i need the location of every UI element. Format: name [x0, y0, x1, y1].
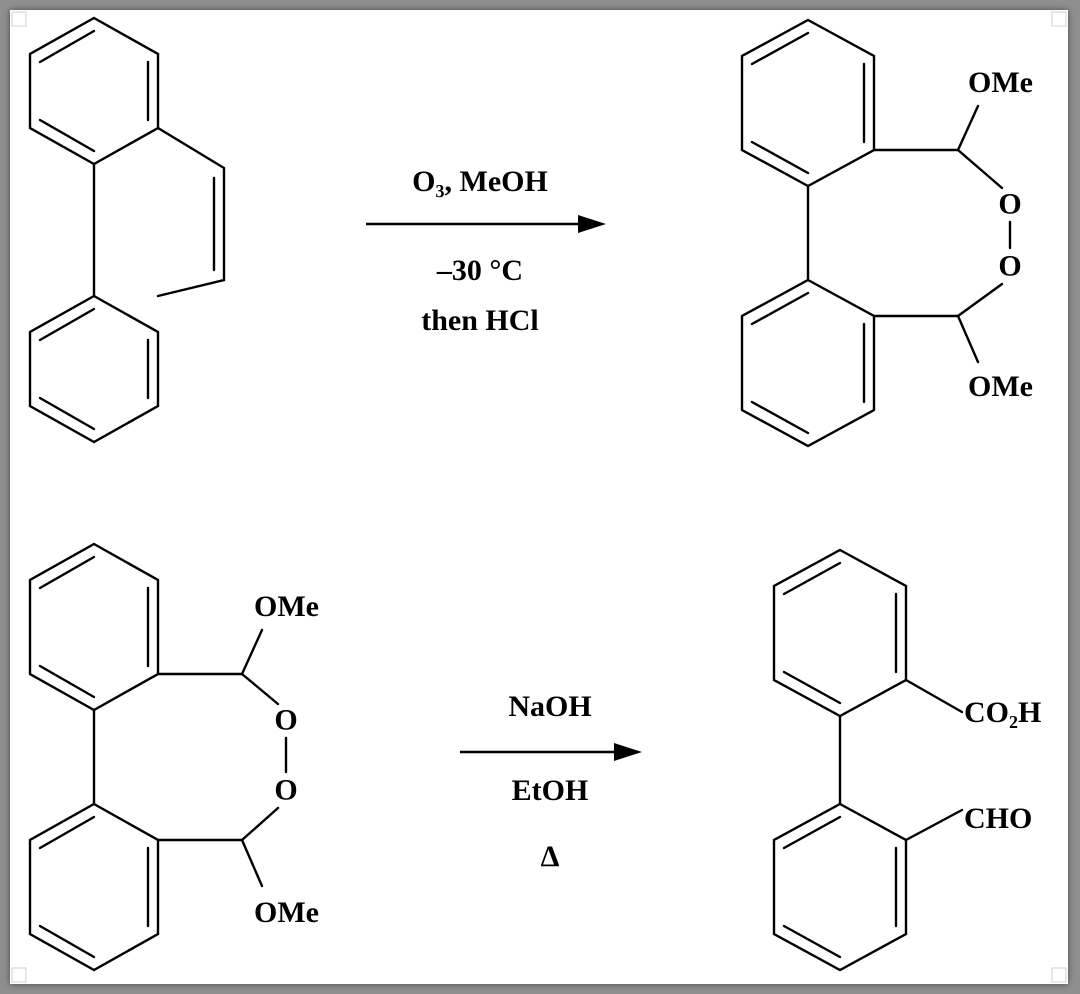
peroxide-oxygen-3: O [274, 704, 297, 737]
ozonide-product-structure-1 [740, 18, 1012, 448]
methoxy-label-top: OMe [968, 66, 1033, 99]
biphenyl-product-structure [772, 548, 964, 972]
phenanthrene-structure [28, 16, 226, 444]
corner-handle-bottom-left[interactable] [11, 967, 27, 983]
reagent-ozone-methanol: O₃, MeOH [412, 165, 548, 198]
peroxide-oxygen-1: O [998, 188, 1021, 221]
methoxy-label-bottom: OMe [968, 370, 1033, 403]
methoxy-label-bottom-2: OMe [254, 896, 319, 929]
carboxylic-acid-label: CO₂H [964, 696, 1041, 729]
aldehyde-label: CHO [964, 802, 1032, 835]
ozonide-reactant-structure-2 [28, 542, 288, 972]
corner-handle-top-left[interactable] [11, 11, 27, 27]
reagent-temperature: –30 °C [436, 254, 523, 287]
reaction-arrow-2 [460, 743, 642, 761]
reagent-ethanol: EtOH [512, 774, 589, 807]
peroxide-oxygen-2: O [998, 250, 1021, 283]
corner-handle-bottom-right[interactable] [1051, 967, 1067, 983]
reagent-hcl: then HCl [421, 304, 539, 337]
reagent-heat: Δ [541, 840, 560, 873]
reagent-sodium-hydroxide: NaOH [508, 690, 591, 723]
methoxy-label-top-2: OMe [254, 590, 319, 623]
reaction-arrow-1 [366, 215, 606, 233]
reaction-scheme: O₃, MeOH –30 °C then HCl OMe O O OMe [11, 11, 1067, 983]
peroxide-oxygen-4: O [274, 774, 297, 807]
corner-handle-top-right[interactable] [1051, 11, 1067, 27]
scheme-frame: O₃, MeOH –30 °C then HCl OMe O O OMe [10, 10, 1068, 984]
